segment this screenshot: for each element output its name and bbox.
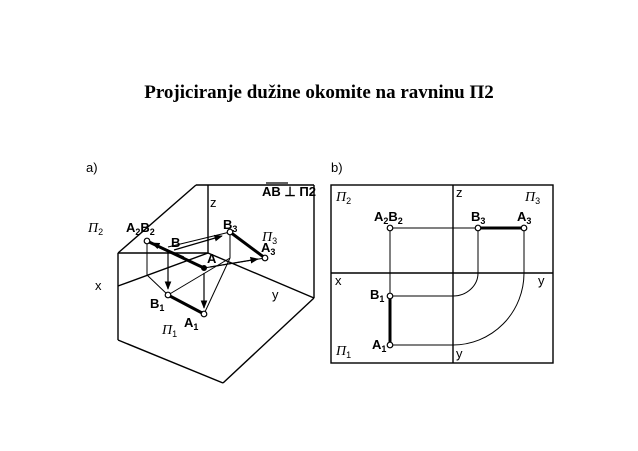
point-b3-b (474, 224, 482, 232)
axis-x-line (117, 252, 209, 287)
axis-y-line (207, 252, 315, 299)
point-a3-b (520, 224, 528, 232)
label-a1: A1 (184, 315, 198, 332)
segment-a3b3 (229, 230, 266, 260)
plane-label-pi1-b: Π1 (335, 344, 351, 360)
arrow-b-to-b3 (173, 234, 223, 251)
axis-x-label-b: x (335, 273, 342, 288)
label-b3: B3 (223, 217, 237, 234)
axis-z-label-b: z (456, 185, 463, 200)
plane-label-pi1: Π1 (161, 323, 177, 339)
panel-a-label: a) (86, 160, 98, 175)
label-b1-b: B1 (370, 287, 384, 304)
panel-b: b) AB ⊥ Π2 Π2 Π3 (262, 160, 554, 364)
label-b: B (171, 235, 180, 250)
point-b1-b (386, 292, 394, 300)
label-a2b2: A2B2 (126, 220, 155, 237)
point-a (201, 265, 208, 272)
axis-z-label: z (210, 195, 217, 210)
label-a3-b: A3 (517, 209, 531, 226)
point-a2b2-b (386, 224, 394, 232)
arrow-a-to-a3 (209, 256, 259, 268)
arrow-to-a2b2 (151, 242, 185, 258)
page-title: Projiciranje dužine okomite na ravninu Π… (144, 82, 494, 103)
segment-a1b1 (167, 293, 205, 316)
plane-label-pi2-b: Π2 (335, 190, 351, 206)
panel-b-frame (330, 184, 554, 364)
label-b1: B1 (150, 296, 164, 313)
panel-a: a) (86, 160, 315, 384)
point-a1-b (386, 341, 394, 349)
axis-y-label-bottom: y (456, 346, 463, 361)
point-a3 (261, 254, 269, 262)
plane-label-pi3: Π3 (261, 230, 277, 246)
label-a3: A3 (261, 240, 275, 257)
point-b1 (164, 291, 172, 299)
plane-label-pi3-b: Π3 (524, 190, 540, 206)
label-b3-b: B3 (471, 209, 485, 226)
axis-y-label-right: y (538, 273, 545, 288)
relation-label: AB ⊥ Π2 (262, 184, 316, 199)
label-a1-b: A1 (372, 337, 386, 354)
axis-x-label: x (95, 278, 102, 293)
panel-a-box (117, 184, 315, 384)
label-a: A (207, 251, 217, 266)
axis-y-label: y (272, 287, 279, 302)
point-a2b2 (143, 237, 151, 245)
transfer-arc-a (452, 272, 525, 346)
panel-b-label: b) (331, 160, 343, 175)
point-a1 (200, 310, 208, 318)
point-b3 (226, 228, 234, 236)
plane-label-pi2: Π2 (87, 221, 103, 237)
transfer-arc-b (452, 272, 479, 297)
label-a2b2-b: A2B2 (374, 209, 403, 226)
